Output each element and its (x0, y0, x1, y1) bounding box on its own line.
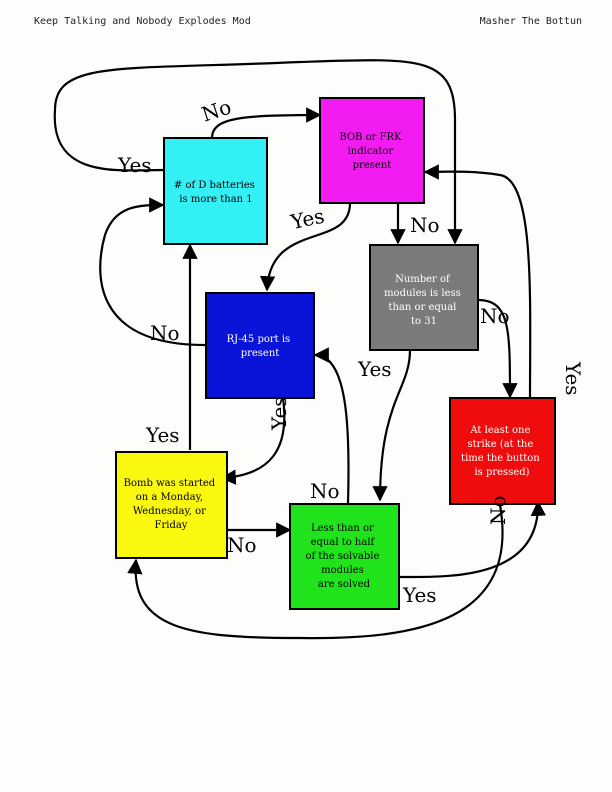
label-rj45-no: No (150, 321, 180, 345)
node-solved-line-5: are solved (318, 579, 371, 590)
node-strike-line-1: At least one (469, 425, 530, 436)
label-strike-no: No (486, 495, 510, 525)
node-weekday (115, 451, 228, 559)
node-strike-line-3: time the button (461, 453, 540, 464)
label-weekday-no: No (227, 533, 257, 557)
svg-text:BOB or FRK indicator: BOB or FRK indicator present (339, 132, 404, 171)
svg-text:# of D batteries is more: # of D batteries is more than 1 (174, 180, 258, 205)
svg-text:Less than or equal to ha: Less than or equal to half of the solvab… (305, 523, 382, 590)
label-weekday-yes: Yes (145, 423, 180, 447)
node-solved-line-3: of the solvable (305, 551, 379, 562)
edge-rj45-yes (220, 397, 286, 485)
node-solved-line-1: Less than or (311, 523, 374, 534)
svg-text:Number of modules is les: Number of modules is less than or equal … (384, 274, 464, 327)
edge-bob-frk-yes (259, 202, 352, 292)
edge-d-batteries-no (210, 107, 322, 139)
node-bob-frk-line-3: present (353, 160, 392, 171)
edge-solved-yes (399, 500, 547, 579)
edge-strike-no (127, 504, 504, 640)
label-bob-frk-no: No (410, 213, 440, 237)
svg-text:At least one strike (at: At least one strike (at the time the but… (461, 425, 543, 478)
node-rj45 (205, 292, 315, 399)
edge-rj45-no (99, 197, 206, 347)
node-d-batteries (163, 137, 268, 245)
header-left-title: Keep Talking and Nobody Explodes Mod (34, 16, 251, 27)
node-rj45-line-2: present (241, 348, 280, 359)
node-bob-frk-line-2: indicator (348, 146, 394, 157)
node-bob-frk (319, 97, 425, 204)
node-solved-line-2: equal to half (311, 537, 376, 548)
label-solved-yes: Yes (402, 583, 437, 607)
label-strike-yes: Yes (561, 361, 585, 396)
header-right-title: Masher The Bottun (479, 16, 582, 27)
edge-solved-no (313, 347, 350, 504)
node-solved-line-4: modules (321, 565, 364, 576)
node-strike-line-2: strike (at the (468, 439, 534, 450)
node-strike-line-4: is pressed) (474, 467, 529, 478)
node-modules-line-4: to 31 (411, 316, 437, 327)
node-bob-frk-line-1: BOB or FRK (339, 132, 402, 143)
node-weekday-line-4: Friday (155, 520, 188, 531)
node-d-batteries-line-1: # of D batteries (174, 180, 255, 191)
node-modules-count (369, 244, 479, 351)
edge-d-batteries-yes (53, 59, 463, 245)
label-rj45-yes: Yes (267, 396, 291, 431)
label-modules-no: No (480, 304, 510, 328)
node-weekday-line-2: on a Monday, (136, 492, 203, 503)
label-d-batteries-yes: Yes (117, 153, 152, 177)
edge-strike-yes (423, 164, 532, 399)
svg-text:Bomb was started on a Mo: Bomb was started on a Monday, Wednesday,… (124, 478, 219, 531)
node-modules-line-1: Number of (395, 274, 451, 285)
svg-text:RJ-45 port is present: RJ-45 port is present (227, 334, 294, 359)
node-weekday-line-1: Bomb was started (124, 478, 216, 489)
node-rj45-line-1: RJ-45 port is (227, 334, 291, 345)
label-solved-no: No (310, 479, 340, 503)
node-d-batteries-line-2: is more than 1 (179, 194, 252, 205)
node-solved-half (289, 503, 400, 610)
node-strike (449, 397, 556, 505)
label-bob-frk-yes: Yes (288, 204, 327, 235)
edge-modules-no (477, 298, 518, 399)
node-modules-line-2: modules is less (384, 288, 461, 299)
label-modules-yes: Yes (357, 357, 392, 381)
edge-modules-yes (372, 349, 412, 502)
node-weekday-line-3: Wednesday, or (133, 506, 206, 517)
node-modules-line-3: than or equal (388, 302, 456, 313)
